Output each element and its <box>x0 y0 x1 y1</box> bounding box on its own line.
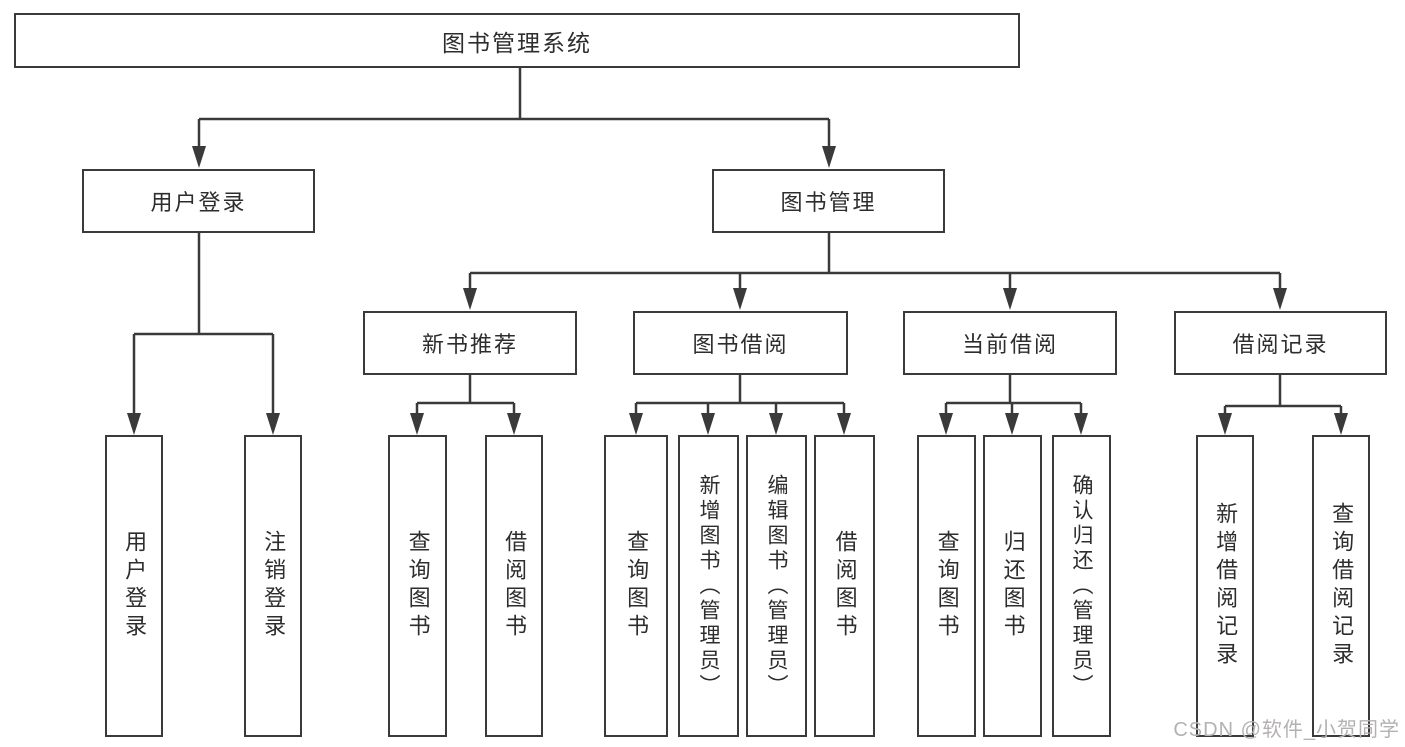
node-current-borrow: 当前借阅 <box>903 311 1117 375</box>
leaf-user-login: 用户登录 <box>105 435 163 737</box>
leaf-newbook-borrow-books: 借阅图书 <box>485 435 543 737</box>
edge-root-to-level2 <box>197 68 831 150</box>
leaf-borrow-query-books: 查询图书 <box>604 435 668 737</box>
leaf-borrow-books: 借阅图书 <box>814 435 875 737</box>
node-new-book-recommend: 新书推荐 <box>363 311 577 375</box>
node-root-library-system: 图书管理系统 <box>14 13 1020 68</box>
edge-bookborrow-to-leaves <box>634 375 846 416</box>
leaf-edit-books-admin: 编辑图书（管理员） <box>746 435 807 737</box>
leaf-add-books-admin: 新增图书（管理员） <box>678 435 739 737</box>
node-user-login: 用户登录 <box>82 169 315 233</box>
leaf-confirm-return-admin: 确认归还（管理员） <box>1052 435 1111 737</box>
edge-userlogin-to-leaves <box>132 233 275 416</box>
node-book-management: 图书管理 <box>712 169 945 233</box>
csdn-watermark: CSDN @软件_小贺同学 <box>1173 719 1400 741</box>
edge-borrowrecord-to-leaves <box>1223 375 1343 416</box>
node-borrow-records: 借阅记录 <box>1174 311 1387 375</box>
leaf-logout: 注销登录 <box>244 435 302 737</box>
edge-currentborrow-to-leaves <box>944 375 1083 416</box>
leaf-newbook-query-books: 查询图书 <box>388 435 447 737</box>
leaf-current-query-books: 查询图书 <box>917 435 976 737</box>
node-book-borrow: 图书借阅 <box>633 311 848 375</box>
leaf-query-borrow-record: 查询借阅记录 <box>1312 435 1370 737</box>
edge-bookmgmt-to-level3 <box>468 233 1282 292</box>
leaf-return-books: 归还图书 <box>983 435 1042 737</box>
leaf-add-borrow-record: 新增借阅记录 <box>1196 435 1254 737</box>
edge-newbook-to-leaves <box>415 375 516 416</box>
